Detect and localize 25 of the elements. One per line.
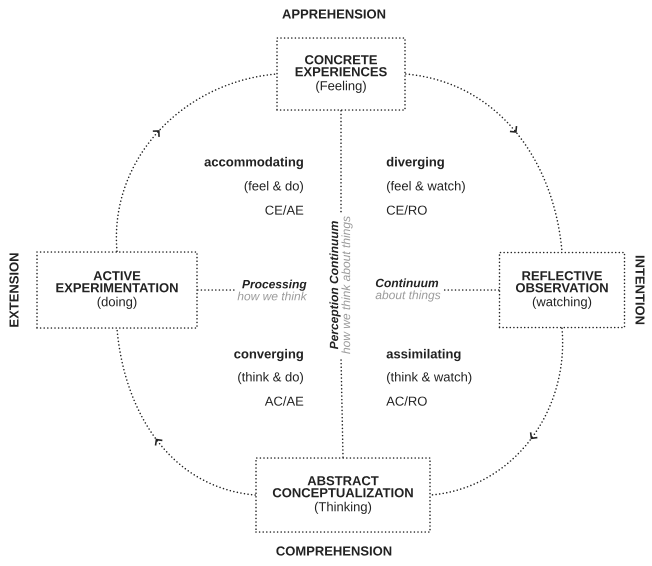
stage-box: CONCRETE EXPERIENCES (Feeling)	[276, 37, 406, 111]
style-name: converging	[234, 348, 303, 362]
axis-label: COMPREHENSION	[276, 546, 392, 556]
axis-text: Perception Continuum how we think about things	[329, 216, 353, 354]
style-name: accommodating	[204, 156, 303, 170]
style-name: assimilating	[386, 348, 460, 362]
stage-box: ACTIVE EXPERIMENTATION (doing)	[36, 251, 198, 329]
axis-text: Continuum about things	[376, 278, 440, 302]
style-note: (feel & do)	[244, 180, 303, 194]
stage-box: ABSTRACT CONCEPTUALIZATION (Thinking)	[255, 457, 431, 533]
style-note: (think & watch)	[387, 372, 472, 384]
style-note: AC/AE	[264, 396, 304, 406]
dotted-line	[443, 289, 500, 291]
dotted-line	[340, 110, 342, 214]
style-note: (feel & watch)	[387, 180, 465, 194]
dotted-line	[197, 289, 235, 291]
style-note: CE/AE	[265, 205, 304, 215]
axis-label: EXTENSION	[9, 253, 19, 327]
style-name: diverging	[386, 156, 444, 170]
style-note: (think & do)	[238, 372, 303, 384]
style-note: CE/RO	[386, 205, 427, 215]
style-note: AC/RO	[386, 396, 427, 406]
axis-text: Processing how we think	[238, 280, 308, 300]
axis-label: APPREHENSION	[282, 9, 386, 19]
stage-box: REFLECTIVE OBSERVATION (watching)	[498, 252, 626, 328]
